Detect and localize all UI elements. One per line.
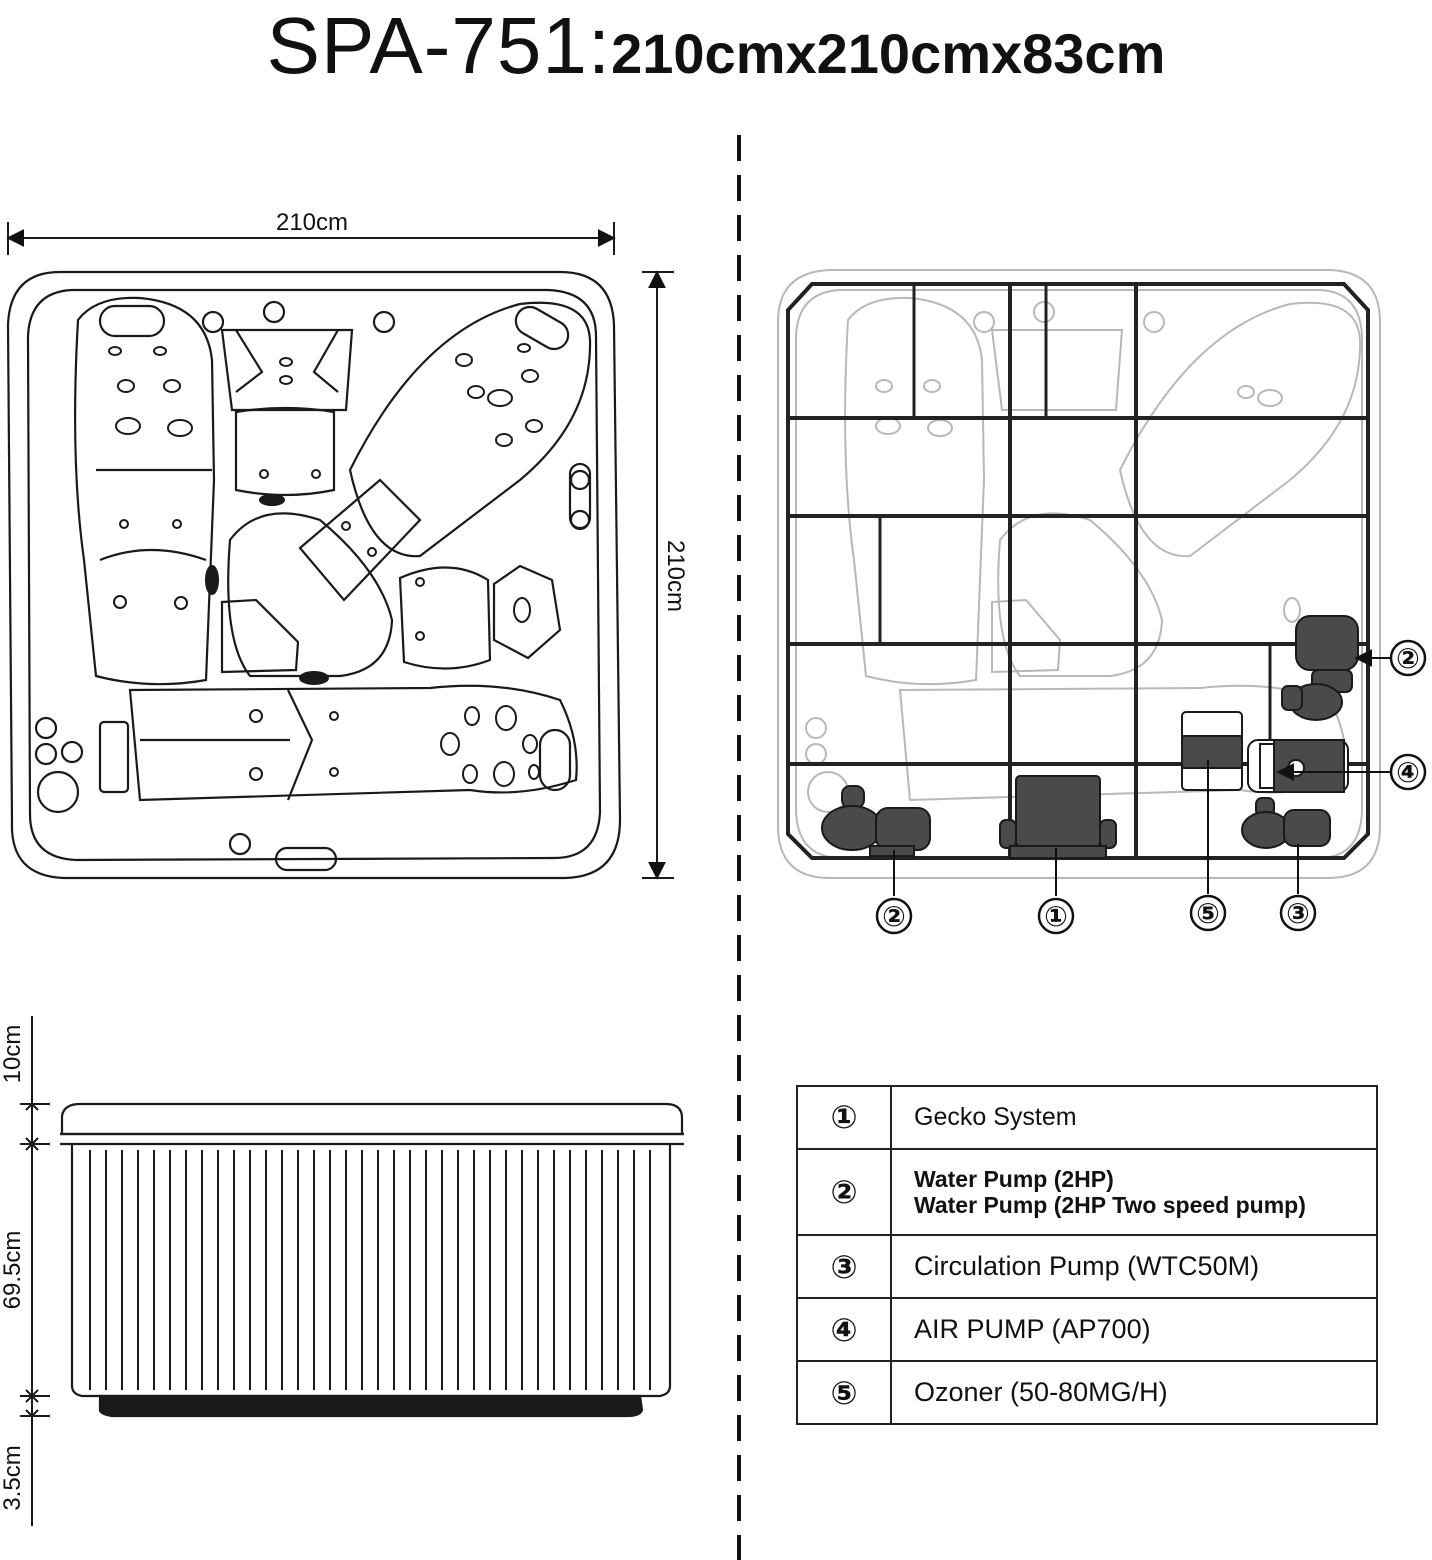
water-pump-right — [1281, 615, 1359, 721]
lounge-seat-bottom — [128, 684, 578, 802]
callout-circle — [1037, 897, 1075, 935]
callout-circle — [1389, 639, 1427, 677]
ozoner-unit — [1181, 711, 1243, 791]
overall-dimensions: 210cmx210cmx83cm — [611, 22, 1166, 85]
cover — [60, 1102, 684, 1136]
width-label: 210cm — [276, 209, 348, 236]
callouts: ② ① ⑤ ③ ② ④ — [875, 639, 1427, 935]
legend-text: Ozoner (50-80MG/H) — [890, 1360, 1378, 1425]
legend-number: ② — [796, 1147, 892, 1237]
circulation-pump-unit — [1241, 797, 1331, 849]
air-pump-unit — [1247, 739, 1349, 793]
depth-label: 210cm — [662, 540, 689, 612]
filter-box — [220, 598, 300, 674]
callout-ozoner: ⑤ — [1196, 897, 1220, 930]
legend-number: ④ — [796, 1297, 892, 1363]
callout-air-pump: ④ — [1396, 756, 1420, 789]
corner-seat-top — [220, 328, 354, 412]
lounge-seat-diagonal — [348, 301, 592, 558]
legend-text: Gecko System — [890, 1085, 1378, 1150]
legend-row: ⑤ Ozoner (50-80MG/H) — [796, 1360, 1378, 1425]
side-view — [20, 1016, 684, 1526]
cabinet-height-label: 69.5cm — [0, 1231, 26, 1310]
base — [98, 1394, 644, 1418]
footwell — [227, 512, 394, 678]
callout-circulation-pump: ③ — [1286, 897, 1310, 930]
legend-row: ② Water Pump (2HP)Water Pump (2HP Two sp… — [796, 1147, 1378, 1237]
legend-text: Circulation Pump (WTC50M) — [890, 1234, 1378, 1300]
legend-row: ③ Circulation Pump (WTC50M) — [796, 1234, 1378, 1300]
lounge-seat — [73, 296, 216, 686]
legend-row: ① Gecko System — [796, 1085, 1378, 1150]
callout-gecko-system: ① — [1044, 900, 1068, 933]
cabinet-panels — [89, 1150, 651, 1390]
callout-circle — [1189, 894, 1227, 932]
jets — [108, 343, 543, 787]
legend-text: AIR PUMP (AP700) — [890, 1297, 1378, 1363]
callout-circle — [1389, 753, 1427, 791]
corner-seat-right — [398, 566, 492, 670]
page-title: SPA-751:210cmx210cmx83cm — [0, 0, 1432, 92]
equipment — [821, 615, 1359, 859]
shell-outline — [6, 270, 622, 880]
top-view — [6, 222, 674, 880]
model-name: SPA-751: — [266, 1, 612, 90]
water-pump-left — [821, 785, 931, 857]
equipment-legend: ① Gecko System ② Water Pump (2HP)Water P… — [796, 1085, 1378, 1425]
gecko-system-unit — [999, 775, 1117, 859]
legend-number: ③ — [796, 1234, 892, 1300]
legend-number: ⑤ — [796, 1360, 892, 1425]
legend-number: ① — [796, 1085, 892, 1150]
callout-circle — [875, 897, 913, 935]
support-frame — [786, 282, 1370, 860]
callout-water-pump-left: ② — [882, 900, 906, 933]
cover-height-label: 10cm — [0, 1025, 26, 1084]
cabinet — [70, 1144, 672, 1398]
legend-text: Water Pump (2HP)Water Pump (2HP Two spee… — [890, 1147, 1378, 1237]
legend-row: ④ AIR PUMP (AP700) — [796, 1297, 1378, 1363]
callout-water-pump-right: ② — [1396, 642, 1420, 675]
base-height-label: 3.5cm — [0, 1445, 26, 1510]
callout-circle — [1279, 894, 1317, 932]
callout-leaders — [893, 649, 1390, 896]
